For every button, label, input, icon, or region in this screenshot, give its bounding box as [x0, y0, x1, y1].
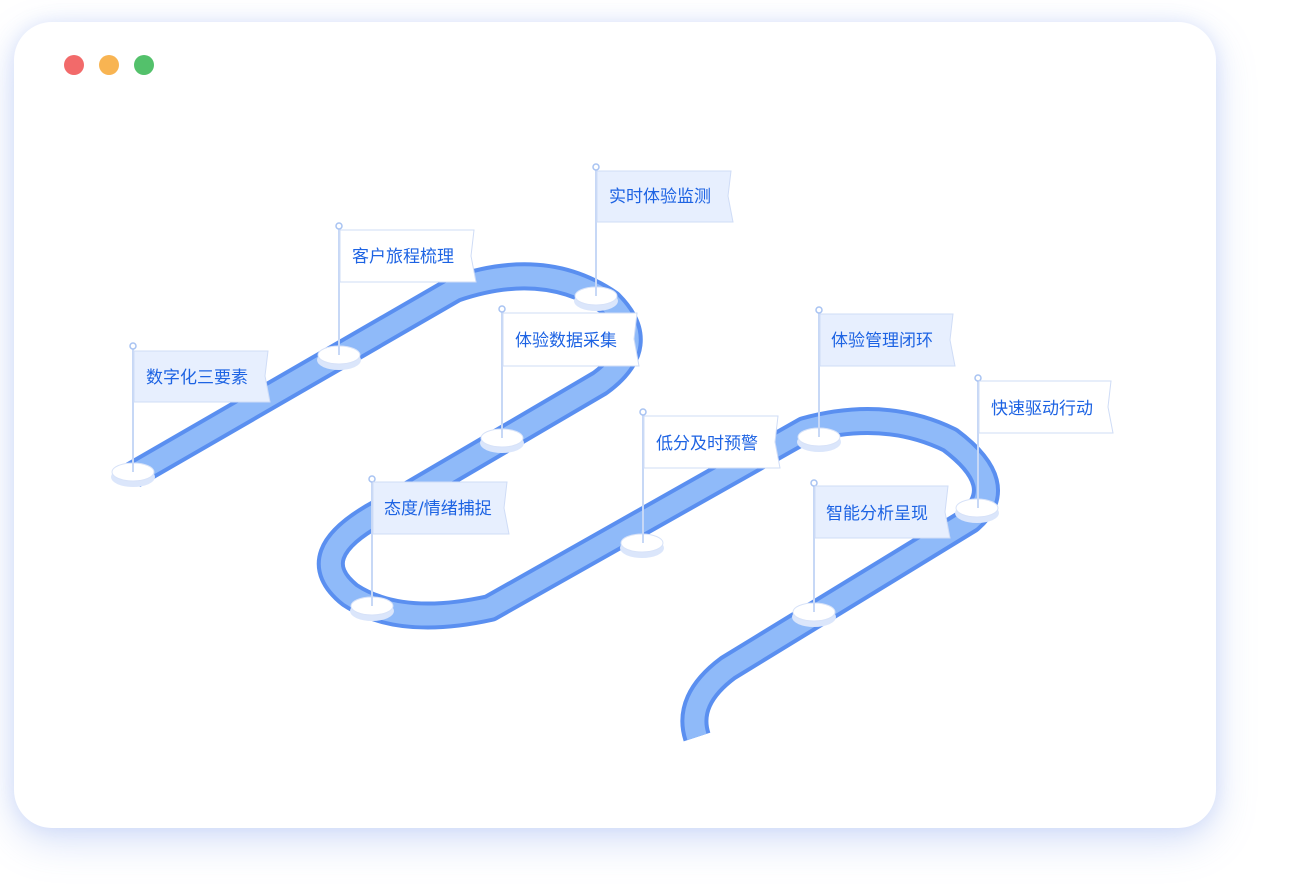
milestone-flag: 快速驱动行动 [955, 374, 1114, 523]
milestone-label: 智能分析呈现 [826, 504, 928, 524]
milestone-flag: 实时体验监测 [574, 163, 734, 311]
milestone-label: 数字化三要素 [146, 368, 248, 388]
milestone-flag: 低分及时预警 [620, 408, 781, 558]
minimize-window-dot[interactable] [99, 55, 119, 75]
milestone-label: 体验管理闭环 [831, 331, 933, 351]
milestone-label: 实时体验监测 [609, 187, 711, 207]
milestone-label: 低分及时预警 [656, 434, 758, 454]
milestone-flag: 数字化三要素 [111, 342, 271, 487]
milestone-flag: 态度/情绪捕捉 [350, 475, 510, 621]
close-window-dot[interactable] [64, 55, 84, 75]
milestone-flag: 体验数据采集 [480, 305, 640, 453]
maximize-window-dot[interactable] [134, 55, 154, 75]
milestone-label: 体验数据采集 [515, 331, 617, 351]
milestone-flag: 智能分析呈现 [792, 479, 951, 627]
milestone-label: 快速驱动行动 [991, 399, 1093, 419]
milestone-flag: 体验管理闭环 [797, 306, 956, 452]
milestone-label: 客户旅程梳理 [352, 247, 454, 267]
milestone-label: 态度/情绪捕捉 [384, 499, 492, 519]
milestone-flag: 客户旅程梳理 [317, 222, 477, 370]
